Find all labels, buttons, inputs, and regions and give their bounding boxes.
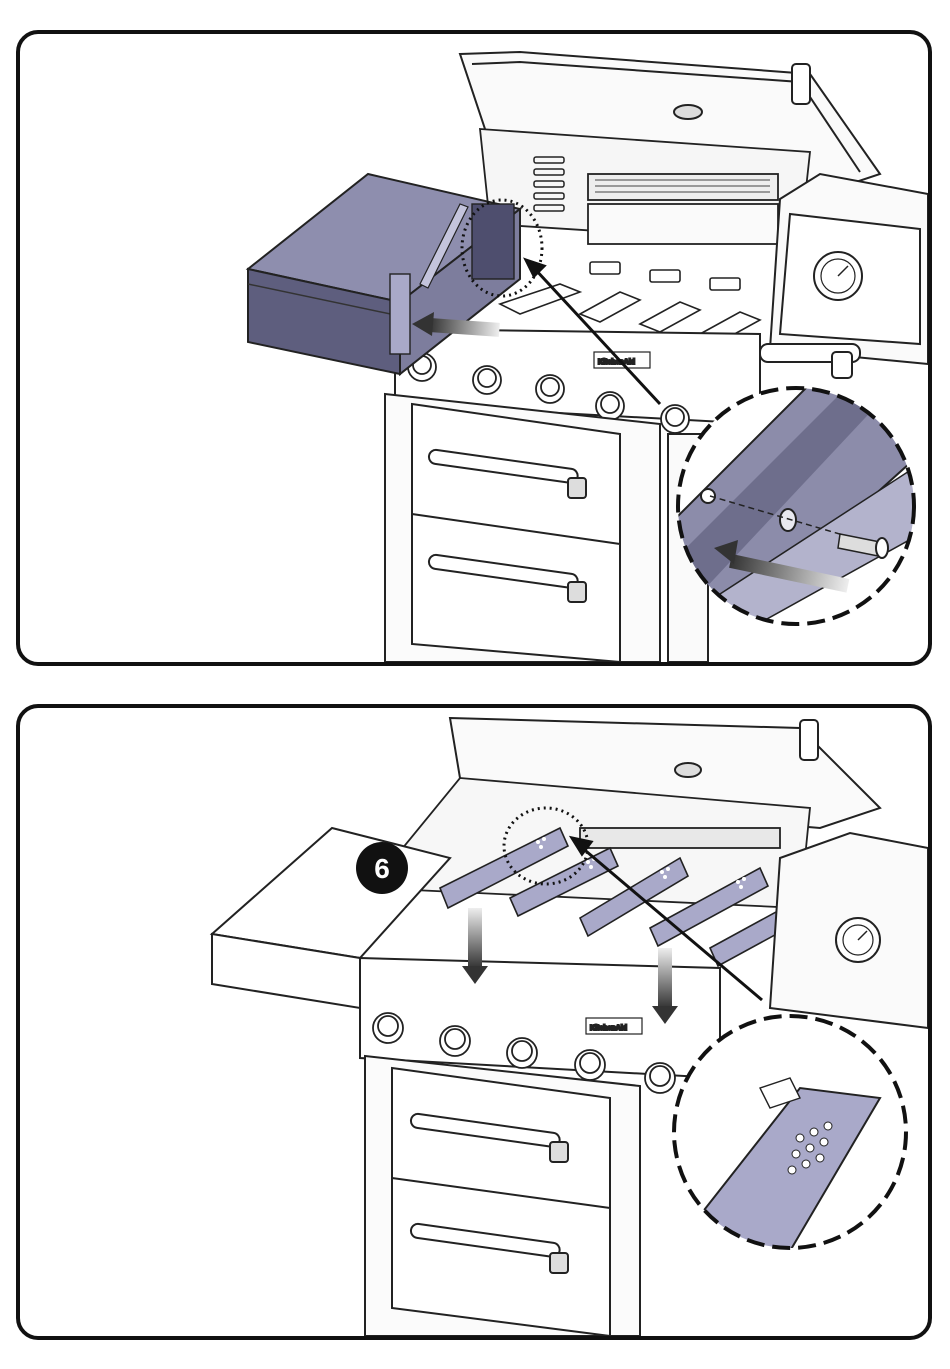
side-burner-cabinet [770, 833, 928, 1028]
panel-bottom-heat-tents: KitchenAid [16, 704, 932, 1340]
grill-cabinet [385, 394, 708, 662]
side-shelf-illustration: KitchenAid [20, 34, 928, 662]
thermometer-icon [814, 252, 862, 300]
brand-plate: KitchenAid [590, 1025, 627, 1032]
panel-top-side-shelf: KitchenAid [16, 30, 932, 666]
grill-cabinet [365, 1056, 640, 1336]
dashed-callout-icon [674, 1016, 906, 1288]
step-number-label: 6 [374, 853, 390, 884]
thermometer-icon [836, 918, 880, 962]
heat-tent-illustration: KitchenAid [20, 708, 928, 1336]
side-burner-cabinet [760, 174, 928, 378]
brand-plate: KitchenAid [598, 359, 635, 366]
